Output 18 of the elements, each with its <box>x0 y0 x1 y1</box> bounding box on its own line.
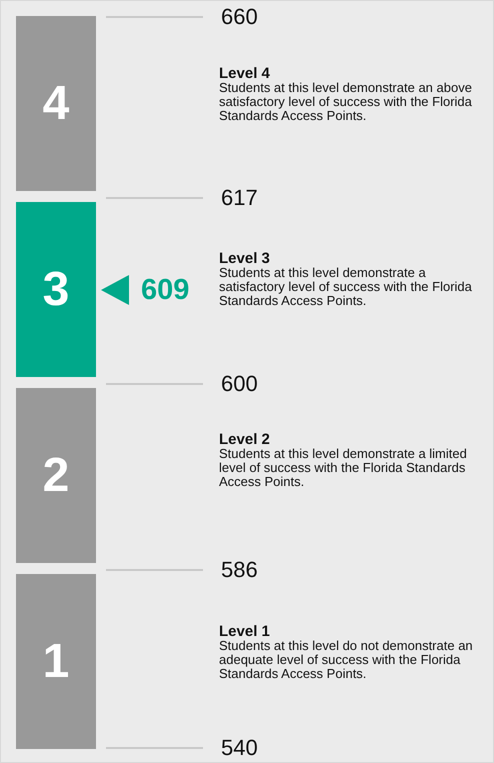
level-description: Students at this level demonstrate a limited level of success with the Florida Standards Access Points. <box>219 447 468 489</box>
level-number: 4 <box>42 76 70 131</box>
score-value: 609 <box>141 274 190 306</box>
level-heading: Level 2 <box>219 431 270 448</box>
level-description: Students at this level do not demonstrate an adequate level of success with the Florida Standards Access Points. <box>219 639 474 681</box>
scale-value: 600 <box>221 372 258 396</box>
scale-value: 617 <box>221 186 258 210</box>
level-description: Students at this level demonstrate an above satisfactory level of success with the Florida Standards Access Points. <box>219 81 473 123</box>
level-number: 3 <box>42 262 70 317</box>
scale-value: 660 <box>221 5 258 29</box>
level-number: 2 <box>42 448 70 503</box>
level-description: Students at this level demonstrate a satisfactory level of success with the Florida Standards Access Points. <box>219 266 473 308</box>
level-heading: Level 3 <box>219 250 270 267</box>
scale-value: 540 <box>221 736 258 760</box>
level-number: 1 <box>42 634 70 689</box>
scale-value: 586 <box>221 558 258 582</box>
level-heading: Level 4 <box>219 65 270 82</box>
level-heading: Level 1 <box>219 623 270 640</box>
